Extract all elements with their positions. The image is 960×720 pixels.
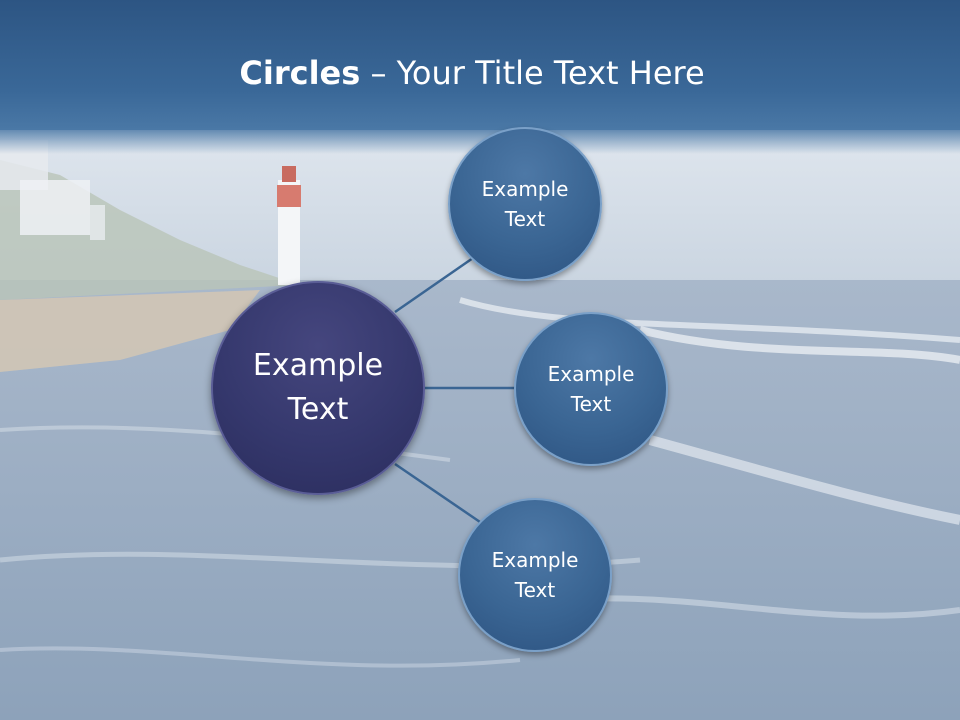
connector-top — [394, 256, 474, 314]
outer-circle-bottom[interactable]: Example Text — [458, 498, 612, 652]
outer-circle-top[interactable]: Example Text — [448, 127, 602, 281]
center-circle[interactable]: Example Text — [211, 281, 425, 495]
slide-title: Circles – Your Title Text Here — [0, 54, 944, 92]
outer-circle-label: Example Text — [547, 362, 635, 416]
connector-bottom — [394, 462, 481, 524]
outer-circle-label: Example Text — [481, 177, 569, 231]
title-bar — [0, 0, 960, 130]
outer-circle-middle[interactable]: Example Text — [514, 312, 668, 466]
center-circle-label: Example Text — [252, 348, 384, 427]
slide-title-bold: Circles — [239, 54, 361, 92]
outer-circle-label: Example Text — [491, 548, 579, 602]
slide-title-rest: – Your Title Text Here — [360, 54, 705, 92]
